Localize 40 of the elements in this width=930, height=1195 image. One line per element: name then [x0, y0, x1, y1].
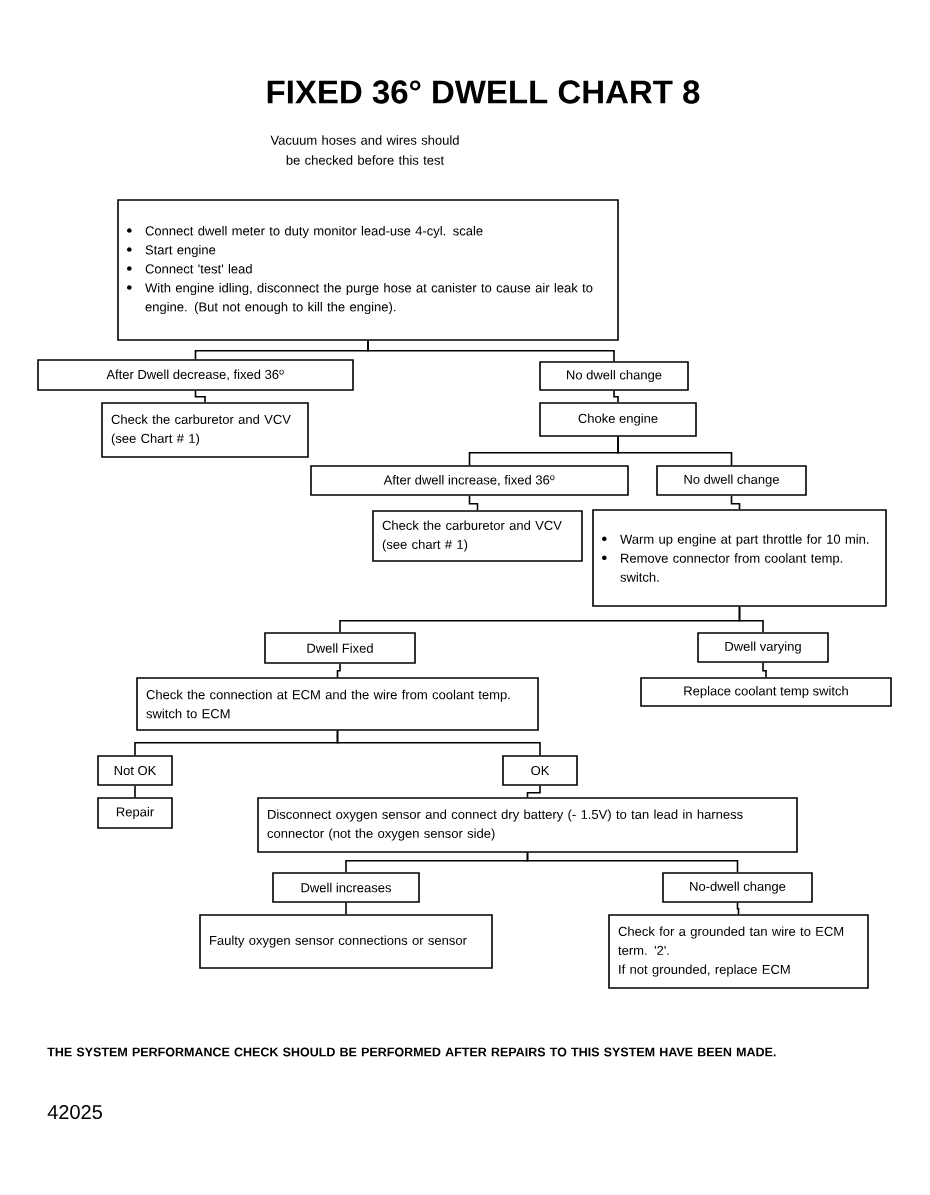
connector-line — [617, 436, 733, 466]
connector-line — [730, 495, 741, 510]
figure-number: 42025 — [47, 1104, 102, 1120]
process-box: Choke engine — [539, 402, 697, 437]
connector-line — [613, 390, 619, 403]
process-box: Check the connection at ECM and the wire from coolant temp. switch to ECM — [136, 677, 539, 731]
process-box: Dwell Fixed — [264, 632, 416, 664]
process-box: Dwell increases — [272, 872, 420, 903]
process-box: No-dwell change — [662, 872, 813, 903]
process-box: Dwell varying — [697, 632, 829, 663]
connector-line — [345, 902, 347, 915]
connector-line — [336, 663, 341, 678]
process-box: Connect dwell meter to duty monitor lead-use 4-cyl. scale Start engine Connect 'test' lead With engine idling, disconnect the purge hose at canister to cause air leak to engine. (But not enough to kill the engine). — [117, 199, 619, 341]
process-box: Warm up engine at part throttle for 10 min. Remove connector from coolant temp. switch. — [592, 509, 887, 607]
connector-line — [134, 785, 136, 798]
process-box: Replace coolant temp switch — [640, 677, 892, 707]
connector-line — [738, 606, 764, 633]
process-box: No dwell change — [539, 361, 689, 391]
connector-line — [762, 662, 767, 678]
process-box: After dwell increase, fixed 36$^{o}$ — [310, 465, 629, 496]
connector-line — [194, 390, 206, 403]
process-box: After Dwell decrease, fixed 36$^{o}$ — [37, 359, 354, 391]
process-box: Check the carburetor and VCV (see Chart # 1) — [101, 402, 309, 458]
footer-note: THE SYSTEM PERFORMANCE CHECK SHOULD BE PERFORMED AFTER REPAIRS TO THIS SYSTEM HAVE BEEN MADE. — [47, 1047, 776, 1057]
process-box: OK — [502, 755, 578, 786]
process-box: Check for a grounded tan wire to ECM term. '2'. If not grounded, replace ECM — [608, 914, 869, 989]
chart-title: FIXED 36° DWELL CHART 8 — [267, 80, 700, 104]
connector-line — [526, 852, 739, 873]
note-text: Vacuum hoses and wires should be checked before this test — [270, 135, 459, 165]
connector-line — [736, 902, 740, 915]
process-box: Faulty oxygen sensor connections or sensor — [199, 914, 493, 969]
process-box: Repair — [97, 797, 173, 829]
connector-line — [468, 495, 479, 511]
connector-line — [367, 340, 615, 362]
process-box: No dwell change — [656, 465, 807, 496]
connector-line — [336, 730, 541, 756]
process-box: Not OK — [97, 755, 173, 786]
process-box: Disconnect oxygen sensor and connect dry battery (- 1.5V) to tan lead in harness connector (not the oxygen sensor side) — [257, 797, 798, 853]
connector-line — [526, 785, 541, 798]
process-box: Check the carburetor and VCV (see chart # 1) — [372, 510, 583, 562]
